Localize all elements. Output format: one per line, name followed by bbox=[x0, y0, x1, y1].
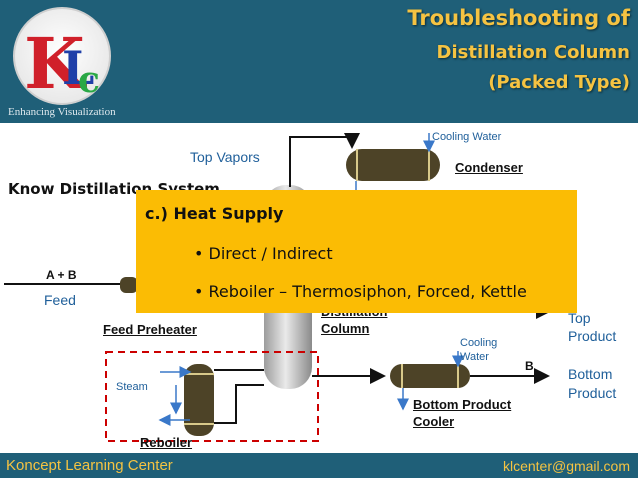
top-vapors-label: Top Vapors bbox=[190, 149, 260, 165]
reboiler-liquid-feed bbox=[214, 384, 264, 424]
callout-heading: c.) Heat Supply bbox=[145, 204, 284, 223]
footer-bar: Koncept Learning Center klcenter@gmail.c… bbox=[0, 453, 638, 478]
bottom-product-cooler bbox=[390, 364, 470, 388]
reboiler bbox=[184, 364, 214, 436]
logo-tagline: Enhancing Visualization bbox=[8, 106, 116, 118]
condenser-label: Condenser bbox=[455, 160, 523, 175]
steam-label: Steam bbox=[116, 381, 148, 393]
footer-email-link[interactable]: klcenter@gmail.com bbox=[502, 458, 630, 474]
cooler-water-label-1: Cooling bbox=[460, 337, 498, 349]
callout-bullet: • Reboiler – Thermosiphon, Forced, Kettl… bbox=[194, 282, 527, 301]
bottom-product-label-2: Product bbox=[568, 385, 617, 401]
callout-bullet: • Direct / Indirect bbox=[194, 244, 333, 263]
top-product-label-2: Product bbox=[568, 328, 617, 344]
page-title-line-3: (Packed Type) bbox=[488, 72, 630, 93]
klc-logo: K L c bbox=[6, 4, 118, 108]
distillation-column-label-2: Column bbox=[321, 321, 370, 336]
condenser bbox=[346, 149, 440, 181]
footer-organization: Koncept Learning Center bbox=[6, 457, 173, 474]
reboiler-label: Reboiler bbox=[140, 435, 193, 450]
stream-b-label: B bbox=[525, 359, 534, 373]
page-title-line-2: Distillation Column bbox=[436, 42, 630, 63]
bottom-product-label-1: Bottom bbox=[568, 366, 613, 382]
callout-bullet-text: Reboiler – Thermosiphon, Forced, Kettle bbox=[208, 282, 527, 301]
cooling-water-label: Cooling Water bbox=[432, 131, 502, 143]
cooler-water-label-2: Water bbox=[460, 351, 489, 363]
feed-preheater bbox=[120, 277, 138, 293]
svg-text:c: c bbox=[78, 59, 100, 101]
svg-text:K: K bbox=[24, 22, 87, 105]
feed-preheater-label: Feed Preheater bbox=[103, 322, 197, 337]
bottom-product-cooler-label-2: Cooler bbox=[413, 414, 455, 429]
reboiler-highlight-frame bbox=[105, 351, 319, 442]
page-title-line-1: Troubleshooting of bbox=[407, 6, 630, 30]
callout-bullet-text: Direct / Indirect bbox=[208, 244, 333, 263]
bottom-product-cooler-label-1: Bottom Product bbox=[413, 397, 512, 412]
heat-supply-callout: c.) Heat Supply • Direct / Indirect • Re… bbox=[136, 190, 577, 313]
svg-text:L: L bbox=[62, 41, 94, 95]
feed-components-label: A + B bbox=[46, 268, 77, 282]
feed-label: Feed bbox=[44, 292, 76, 308]
top-vapor-line bbox=[289, 133, 360, 187]
header-banner: K L c Enhancing Visualization Troublesho… bbox=[0, 0, 638, 123]
top-product-label-1: Top bbox=[568, 310, 591, 326]
